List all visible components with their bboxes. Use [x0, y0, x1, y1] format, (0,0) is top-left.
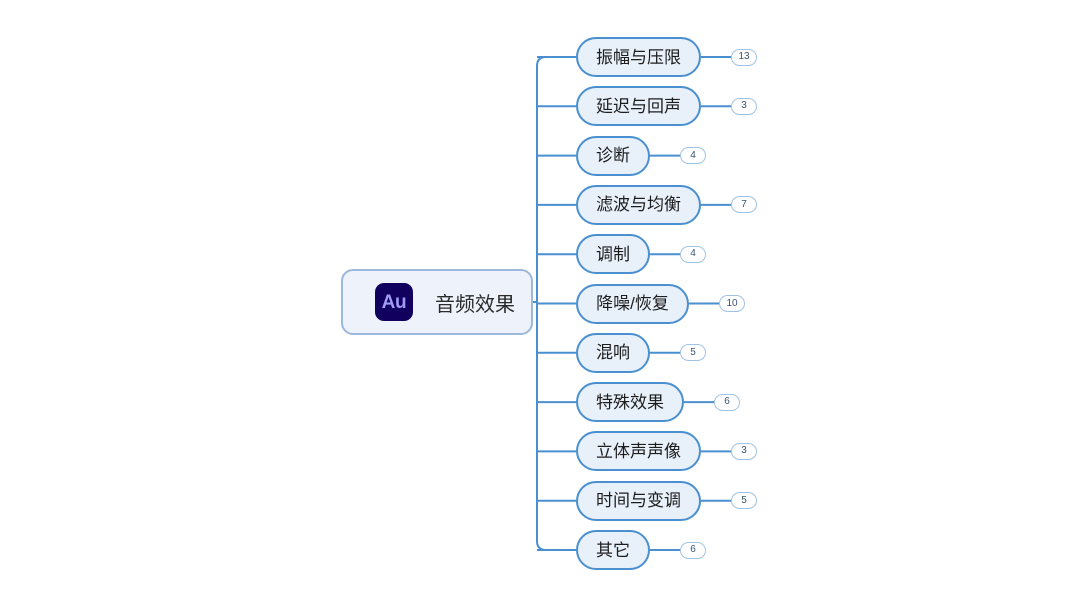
branch-count-badge[interactable]: 10 — [719, 295, 745, 312]
branch-count-badge[interactable]: 5 — [731, 492, 757, 509]
branch-count-badge[interactable]: 6 — [714, 394, 740, 411]
branch-count-badge[interactable]: 3 — [731, 98, 757, 115]
branch-node[interactable]: 延迟与回声 — [576, 86, 701, 126]
branch-count-value: 4 — [690, 249, 696, 259]
branch-node[interactable]: 振幅与压限 — [576, 37, 701, 77]
branch-count-value: 6 — [690, 545, 696, 555]
branch-count-value: 10 — [726, 299, 737, 309]
branch-count-badge[interactable]: 4 — [680, 246, 706, 263]
branch-node-label: 诊断 — [596, 147, 630, 164]
branch-count-value: 13 — [738, 52, 749, 62]
branch-count-badge[interactable]: 7 — [731, 196, 757, 213]
branch-count-value: 3 — [741, 446, 747, 456]
branch-node-label: 立体声声像 — [596, 443, 681, 460]
branch-node-label: 延迟与回声 — [596, 98, 681, 115]
branch-node-label: 滤波与均衡 — [596, 196, 681, 213]
branch-count-value: 4 — [690, 151, 696, 161]
branch-node[interactable]: 混响 — [576, 333, 650, 373]
root-node-label: 音频效果 — [435, 288, 515, 317]
branch-node-label: 其它 — [596, 542, 630, 559]
branch-node-label: 混响 — [596, 344, 630, 361]
branch-count-value: 5 — [741, 496, 747, 506]
branch-node[interactable]: 立体声声像 — [576, 431, 701, 471]
branch-count-badge[interactable]: 13 — [731, 49, 757, 66]
branch-count-badge[interactable]: 3 — [731, 443, 757, 460]
branch-node[interactable]: 其它 — [576, 530, 650, 570]
branch-node-label: 特殊效果 — [596, 394, 664, 411]
branch-count-value: 6 — [724, 397, 730, 407]
branch-node-label: 时间与变调 — [596, 492, 681, 509]
branch-count-badge[interactable]: 5 — [680, 344, 706, 361]
branch-node-label: 振幅与压限 — [596, 49, 681, 66]
branch-node[interactable]: 降噪/恢复 — [576, 284, 689, 324]
branch-count-badge[interactable]: 4 — [680, 147, 706, 164]
branch-node[interactable]: 特殊效果 — [576, 382, 684, 422]
branch-count-value: 7 — [741, 200, 747, 210]
branch-count-value: 5 — [690, 348, 696, 358]
root-node[interactable]: Au 音频效果 — [341, 269, 533, 335]
au-icon-text: Au — [382, 293, 407, 312]
branch-node[interactable]: 调制 — [576, 234, 650, 274]
branch-node-label: 调制 — [596, 246, 630, 263]
branch-node[interactable]: 时间与变调 — [576, 481, 701, 521]
branch-node-label: 降噪/恢复 — [596, 295, 669, 312]
adobe-audition-icon: Au — [375, 283, 413, 321]
branch-count-value: 3 — [741, 101, 747, 111]
branch-node[interactable]: 滤波与均衡 — [576, 185, 701, 225]
branch-node[interactable]: 诊断 — [576, 136, 650, 176]
branch-count-badge[interactable]: 6 — [680, 542, 706, 559]
